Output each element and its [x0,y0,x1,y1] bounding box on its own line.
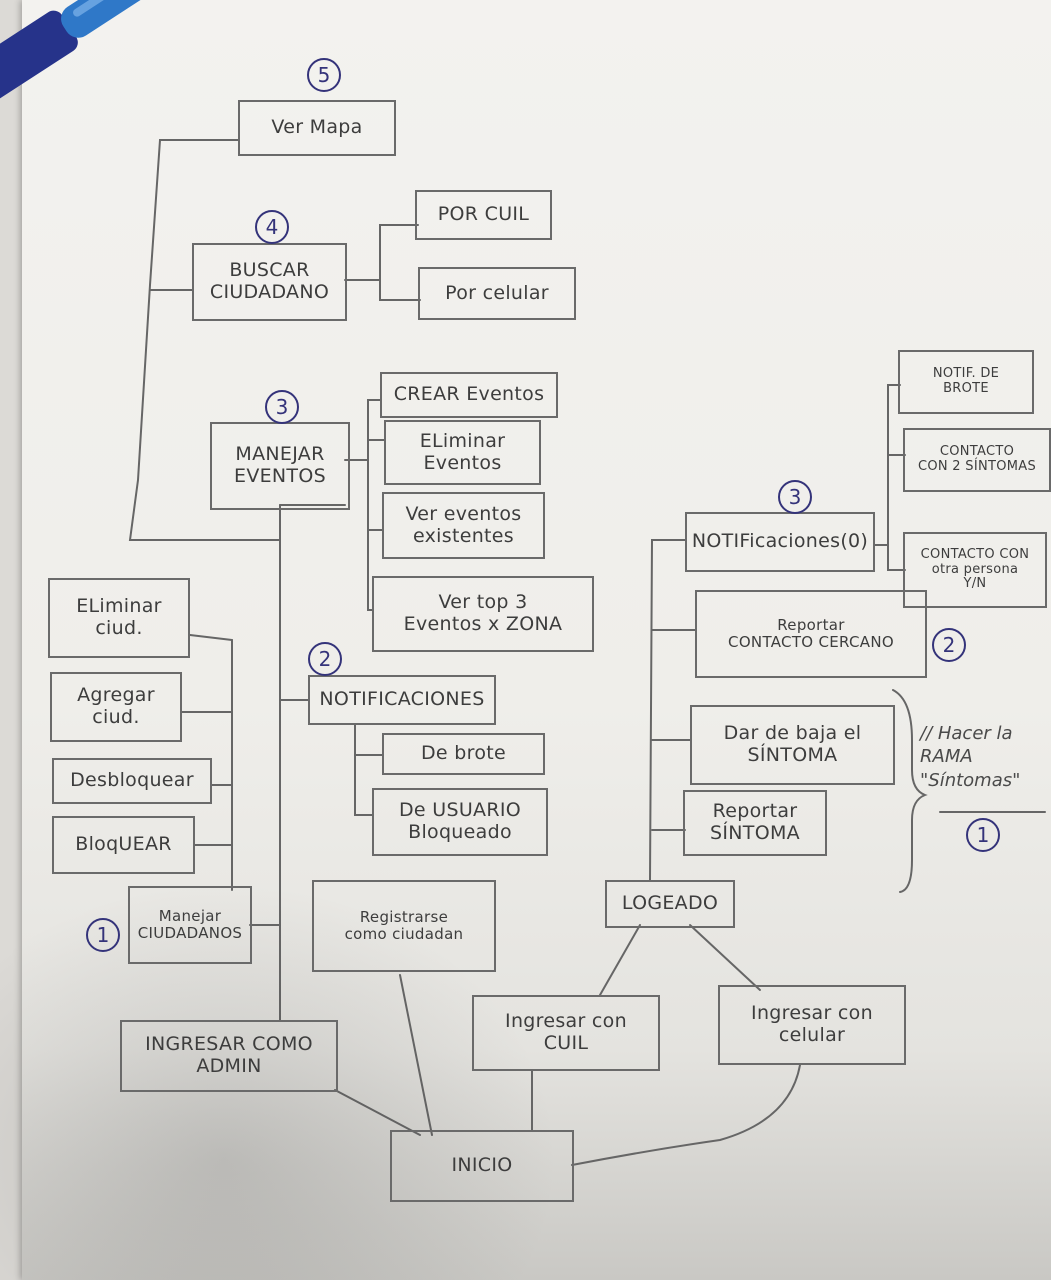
logeado-node[interactable]: LOGEADO [605,880,735,928]
eliminar-ciud-node[interactable]: ELiminar ciud. [48,578,190,658]
notif-de-brote-node[interactable]: NOTIF. DE BROTE [898,350,1034,414]
ingresar-celular-node[interactable]: Ingresar con celular [718,985,906,1065]
sintomas-branch-note: // Hacer la RAMA "Síntomas" [920,723,1021,791]
badge-ver-mapa: 5 [307,58,341,92]
badge-notificaciones-admin: 2 [308,642,342,676]
reportar-sintoma-node[interactable]: Reportar SÍNTOMA [683,790,827,856]
de-usuario-bloqueado-node[interactable]: De USUARIO Bloqueado [372,788,548,856]
desbloquear-node[interactable]: Desbloquear [52,758,212,804]
contacto-2-sintomas-node[interactable]: CONTACTO CON 2 SÍNTOMAS [903,428,1051,492]
manejar-ciudadanos-node[interactable]: Manejar CIUDADANOS [128,886,252,964]
por-celular-node[interactable]: Por celular [418,267,576,320]
registrarse-node[interactable]: Registrarse como ciudadan [312,880,496,972]
crear-eventos-node[interactable]: CREAR Eventos [380,372,558,418]
inicio-node[interactable]: INICIO [390,1130,574,1202]
ver-eventos-existentes-node[interactable]: Ver eventos existentes [382,492,545,559]
eliminar-eventos-node[interactable]: ELiminar Eventos [384,420,541,485]
agregar-ciud-node[interactable]: Agregar ciud. [50,672,182,742]
pen-icon [0,0,258,102]
contacto-otra-persona-node[interactable]: CONTACTO CON otra persona Y/N [903,532,1047,608]
ingresar-cuil-node[interactable]: Ingresar con CUIL [472,995,660,1071]
manejar-eventos-node[interactable]: MANEJAR EVENTOS [210,422,350,510]
buscar-ciudadano-node[interactable]: BUSCAR CIUDADANO [192,243,347,321]
badge-notificaciones-user: 3 [778,480,812,514]
badge-manejar-ciudadanos: 1 [86,918,120,952]
ver-mapa-node[interactable]: Ver Mapa [238,100,396,156]
de-brote-node[interactable]: De brote [382,733,545,775]
por-cuil-node[interactable]: POR CUIL [415,190,552,240]
ver-top3-node[interactable]: Ver top 3 Eventos x ZONA [372,576,594,652]
bloquear-node[interactable]: BloqUEAR [52,816,195,874]
badge-reportar-contacto: 2 [932,628,966,662]
notificaciones-admin-node[interactable]: NOTIFICACIONES [308,675,496,725]
badge-sintomas-note: 1 [966,818,1000,852]
dar-de-baja-sintoma-node[interactable]: Dar de baja el SÍNTOMA [690,705,895,785]
badge-buscar-ciudadano: 4 [255,210,289,244]
ingresar-admin-node[interactable]: INGRESAR COMO ADMIN [120,1020,338,1092]
badge-manejar-eventos: 3 [265,390,299,424]
paper-sheet [22,0,1051,1280]
reportar-contacto-node[interactable]: Reportar CONTACTO CERCANO [695,590,927,678]
notificaciones-user-node[interactable]: NOTIFicaciones(0) [685,512,875,572]
